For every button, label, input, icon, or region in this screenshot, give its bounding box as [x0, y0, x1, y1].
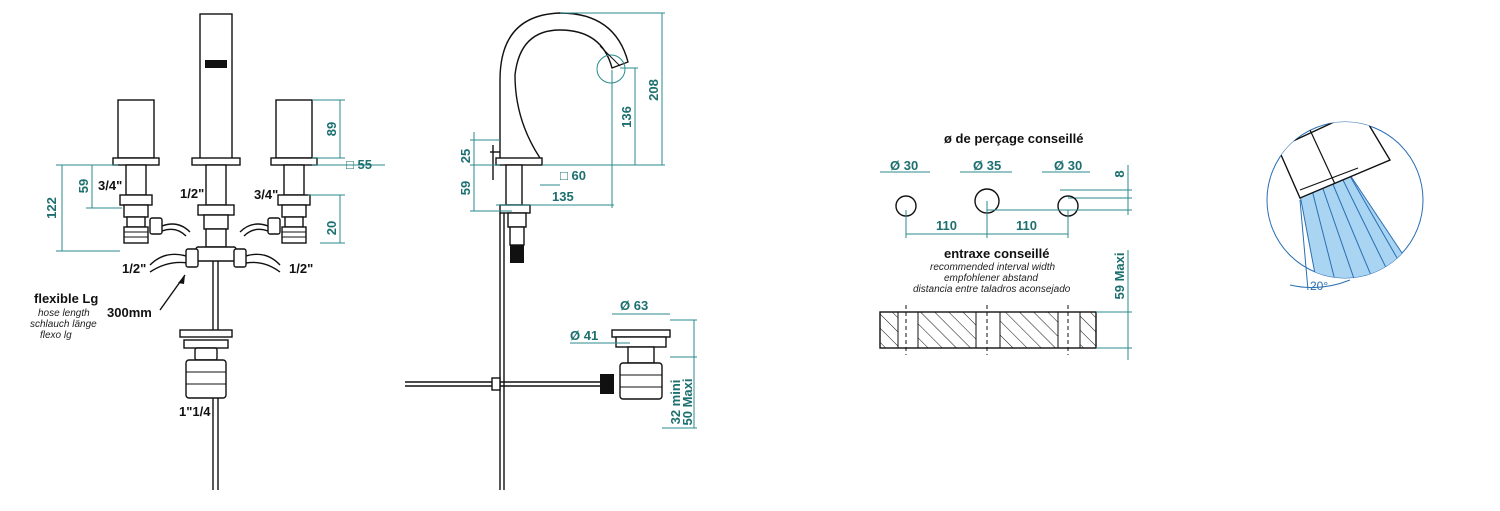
hose-de: schlauch länge — [30, 319, 97, 330]
side-square-60: □ 60 — [560, 168, 586, 183]
side-dia-41: Ø 41 — [570, 328, 598, 343]
front-dim-20: 20 — [324, 221, 339, 235]
side-depth-mini: 32 mini — [668, 380, 683, 425]
side-dia-63: Ø 63 — [620, 298, 648, 313]
side-dim-59: 59 — [458, 181, 473, 195]
entraxe-es: distancia entre taladros aconsejado — [913, 284, 1071, 295]
entraxe-en: recommended interval width — [930, 262, 1055, 273]
front-conn-right: 1/2" — [289, 261, 313, 276]
side-dim-208: 208 — [646, 79, 661, 101]
drill-dia-left: Ø 30 — [890, 158, 918, 173]
hose-length: 300mm — [107, 305, 152, 320]
front-thread-right: 3/4" — [254, 187, 278, 202]
hose-title: flexible Lg — [34, 291, 98, 306]
hose-es: flexo lg — [40, 330, 72, 341]
drilling-plan: ø de perçage conseillé Ø 30 Ø 35 Ø 30 8 … — [879, 131, 1132, 360]
hose-en: hose length — [38, 308, 90, 319]
drill-dia-right: Ø 30 — [1054, 158, 1082, 173]
side-depth-maxi: 50 Maxi — [680, 379, 695, 426]
front-thread-left: 3/4" — [98, 178, 122, 193]
spray-angle: 20° — [1310, 279, 1328, 293]
front-view: 89 122 59 20 □ 55 3/4" 3/4" 1/2" 1/2" 1/… — [30, 13, 385, 490]
side-dim-25: 25 — [458, 149, 473, 163]
drill-dia-center: Ø 35 — [973, 158, 1001, 173]
entraxe-title: entraxe conseillé — [944, 246, 1050, 261]
front-conn-left: 1/2" — [122, 261, 146, 276]
spout-body — [199, 13, 233, 165]
spray-detail: 20° — [1266, 121, 1424, 293]
front-thread-center: 1/2" — [180, 186, 204, 201]
side-view: 208 136 25 59 □ 60 135 Ø 63 Ø 41 32 mini… — [405, 12, 697, 490]
countertop-section — [879, 305, 1097, 355]
right-handle — [275, 99, 313, 159]
side-dim-135: 135 — [552, 189, 574, 204]
max-thickness: 59 Maxi — [1112, 253, 1127, 300]
drill-spacing-1: 110 — [936, 218, 957, 233]
left-handle — [117, 99, 155, 159]
gooseneck-spout — [499, 12, 629, 159]
side-dim-136: 136 — [619, 106, 634, 128]
entraxe-de: empfohlener abstand — [944, 273, 1038, 284]
drilling-title: ø de perçage conseillé — [944, 131, 1083, 146]
front-square-55: □ 55 — [346, 157, 372, 172]
drill-dim-8: 8 — [1112, 170, 1127, 177]
front-dim-122: 122 — [44, 197, 59, 219]
front-dim-89: 89 — [324, 122, 339, 136]
front-waste-label: 1"1/4 — [179, 404, 211, 419]
drill-spacing-2: 110 — [1016, 218, 1037, 233]
front-dim-59: 59 — [76, 179, 91, 193]
